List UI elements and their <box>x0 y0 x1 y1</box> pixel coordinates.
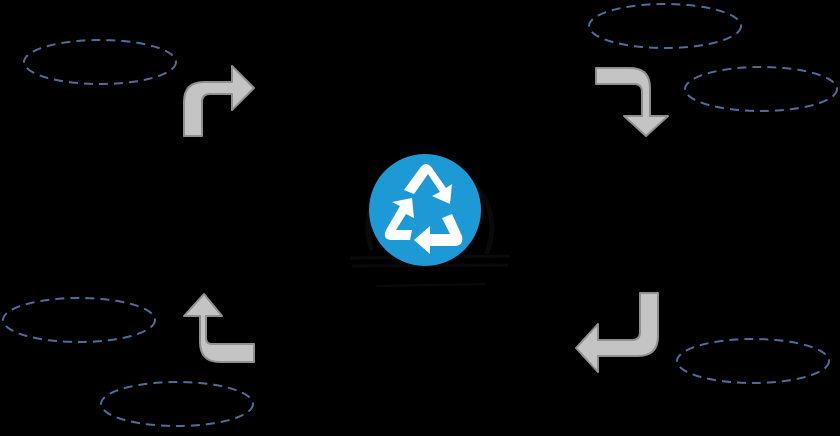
swoosh-line-base-icon <box>375 283 487 287</box>
curved-arrow-left-up-icon <box>183 293 255 363</box>
recycle-icon <box>349 154 511 287</box>
label-slot-bottom-left-upper <box>2 297 156 343</box>
label-slot-top-right-lower <box>684 66 838 112</box>
curved-arrow-down-left-icon <box>575 292 659 373</box>
label-slot-bottom-right <box>676 338 830 384</box>
label-slot-top-left <box>23 39 177 85</box>
recycle-arrow-left-icon <box>384 198 414 240</box>
curved-arrow-right-down-icon <box>595 67 669 137</box>
recycle-arrow-right-icon <box>414 214 463 254</box>
label-slot-top-right-upper <box>588 3 742 49</box>
label-slot-bottom-left-lower <box>100 381 254 427</box>
recycle-arrow-top-icon <box>404 164 452 204</box>
curved-arrow-up-right-icon <box>183 65 255 137</box>
